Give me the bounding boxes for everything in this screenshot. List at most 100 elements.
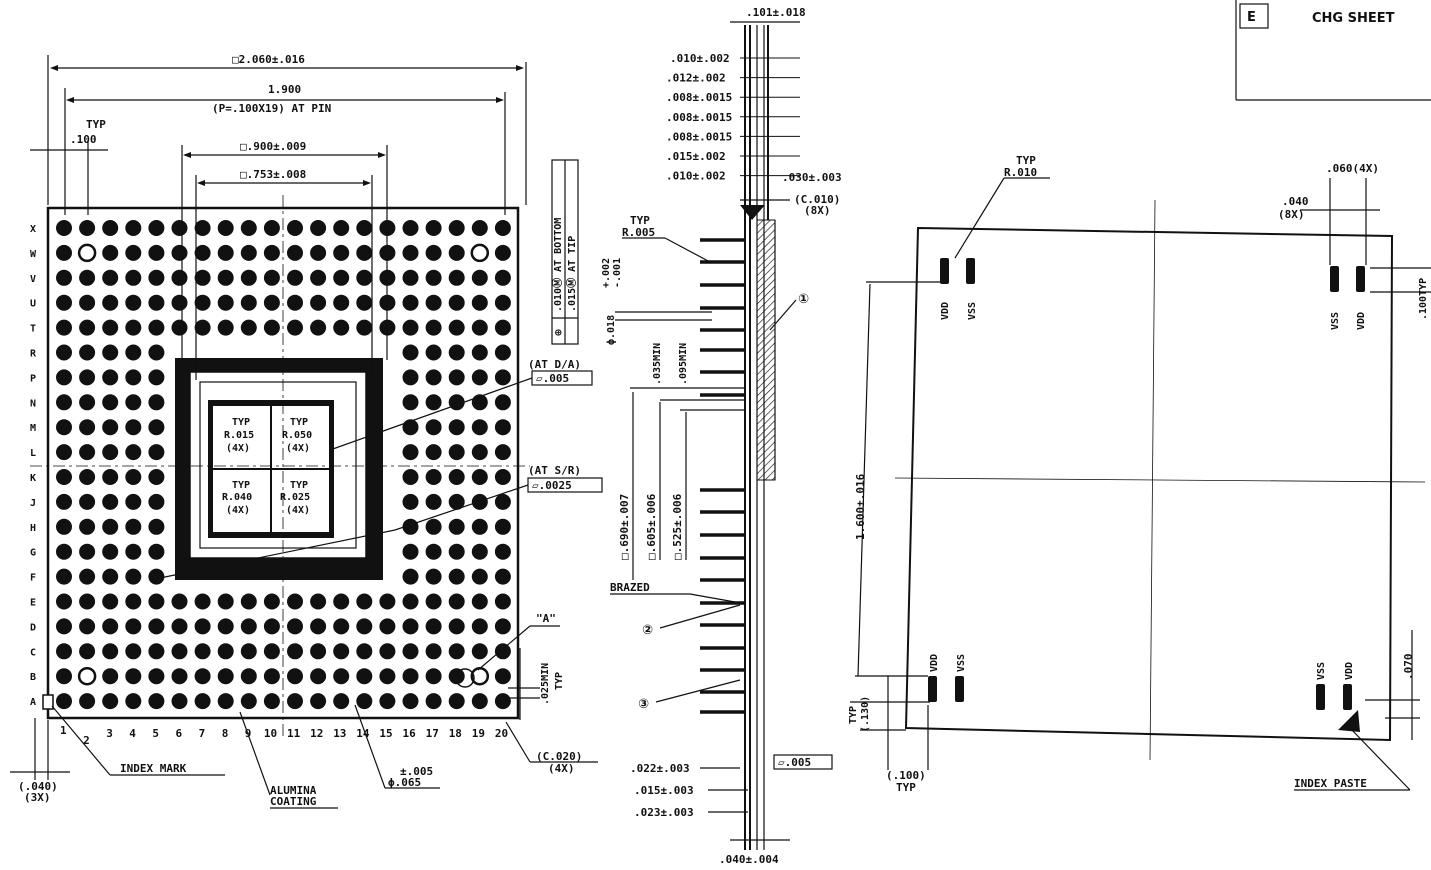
row-label: X (30, 224, 36, 235)
pin-A4 (125, 693, 142, 710)
pin-N1 (56, 394, 72, 411)
pin-min-typ: TYP (554, 672, 565, 690)
pin-W20 (494, 244, 511, 261)
vdd-pad-bottom-right (1343, 684, 1352, 710)
pin-K5 (148, 469, 165, 485)
col-label: 3 (106, 727, 113, 740)
pin-F4 (125, 568, 142, 585)
pin-U18 (448, 294, 465, 311)
pin-P18 (448, 369, 465, 386)
pin-F16 (402, 568, 419, 585)
pin-W19 (470, 243, 490, 263)
col-label: 12 (310, 727, 323, 740)
side-top-dim: .101±.018 (746, 6, 806, 19)
pin-A8 (217, 693, 234, 710)
flat-005: ▱.005 (778, 756, 811, 769)
pin-H20 (494, 518, 511, 535)
pin-A6 (171, 693, 188, 710)
pin-V12 (310, 269, 327, 286)
pin-U11 (287, 294, 303, 311)
pin-C3 (102, 643, 119, 660)
pin-A14 (356, 693, 373, 710)
pin-H17 (425, 518, 442, 535)
pin-X9 (240, 220, 257, 236)
pin-W5 (148, 244, 165, 261)
vdd-label-bl: VDD (929, 654, 940, 672)
flat-sr: ▱.0025 (532, 479, 572, 492)
pin-E1 (56, 593, 72, 610)
pin-W1 (56, 244, 72, 261)
pin-V18 (448, 269, 465, 286)
dim-040-n: (8X) (1278, 208, 1305, 221)
pin-X5 (148, 220, 165, 236)
pin-G3 (102, 543, 119, 560)
chamfer-dim: (C.020) (536, 750, 582, 763)
pin-P19 (471, 369, 488, 386)
pin-U2 (79, 294, 96, 311)
cavity-r4-n: (4X) (286, 505, 310, 516)
pin-V4 (125, 269, 142, 286)
pin-W14 (356, 244, 373, 261)
cavity-r2-n: (4X) (286, 443, 310, 454)
pin-B9 (240, 668, 257, 685)
pin-C9 (240, 643, 257, 660)
dim-c010: (C.010) (794, 193, 840, 206)
pin-P3 (102, 369, 119, 386)
pin-M19 (471, 419, 488, 436)
pin-R19 (471, 344, 488, 361)
pin-C11 (287, 643, 303, 660)
alumina-label-1: ALUMINA (270, 784, 317, 797)
pin-B13 (333, 668, 350, 685)
row-label: B (30, 672, 36, 683)
dim-100-typ: TYP (896, 781, 916, 794)
pin-K16 (402, 469, 419, 485)
pin-G18 (448, 543, 465, 560)
pin-dia-b: +.002 (601, 258, 612, 288)
pin-U1 (56, 294, 72, 311)
pin-E16 (402, 593, 419, 610)
pin-D8 (217, 618, 234, 635)
pin-T2 (79, 319, 96, 336)
cavity-r4: R.025 (280, 492, 310, 503)
tol-frame-bottom: .010Ⓜ AT BOTTOM (551, 218, 564, 312)
stack-dim: .010±.002 (666, 170, 726, 183)
side-section-view: .101±.018 .010±.002.012±.002.008±.0015.0… (601, 6, 842, 866)
vdd-label-br: VDD (1344, 662, 1355, 680)
row-label: W (30, 249, 37, 260)
right-r: R.010 (1004, 166, 1037, 179)
pin-D3 (102, 618, 119, 635)
pin-W10 (263, 244, 280, 261)
pin-J20 (494, 493, 511, 510)
flat-sr-note: (AT S/R) (528, 464, 581, 477)
pin-T14 (356, 319, 373, 336)
pin-C5 (148, 643, 165, 660)
cavity-r3-typ: TYP (232, 480, 250, 491)
pin-E12 (310, 593, 327, 610)
pin-T18 (448, 319, 465, 336)
pin-C15 (379, 643, 396, 660)
pin-C2 (79, 643, 96, 660)
pin-E4 (125, 593, 142, 610)
pin-P4 (125, 369, 142, 386)
pin-N2 (79, 394, 96, 411)
pin-M5 (148, 419, 165, 436)
dim-015: .015±.003 (634, 784, 694, 797)
pin-V9 (240, 269, 257, 286)
cavity-r1-typ: TYP (232, 417, 250, 428)
pin-K4 (125, 469, 142, 485)
pin-X7 (194, 220, 211, 236)
alumina-label-2: COATING (270, 795, 317, 808)
bottom-view: VDD VSS VSS VDD VDD VSS VSS VDD TYP R.01… (848, 154, 1431, 794)
change-sheet-label: CHG SHEET (1312, 11, 1395, 26)
pin-A19 (471, 693, 488, 710)
pin-T19 (471, 319, 488, 336)
pin-E13 (333, 593, 350, 610)
pin-V3 (102, 269, 119, 286)
pin-B5 (148, 668, 165, 685)
right-r-typ: TYP (1016, 154, 1036, 167)
dim-023: .023±.003 (634, 806, 694, 819)
pin-K18 (448, 469, 465, 485)
pin-C6 (171, 643, 188, 660)
